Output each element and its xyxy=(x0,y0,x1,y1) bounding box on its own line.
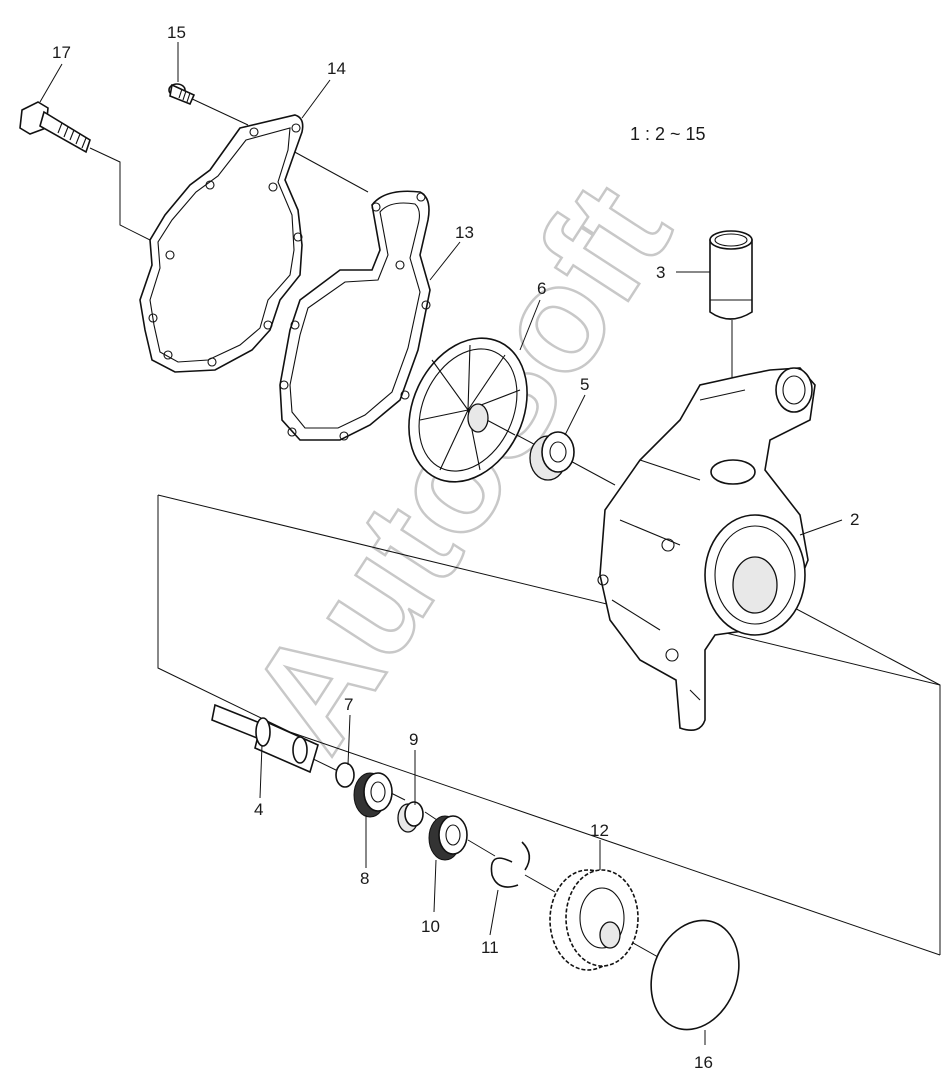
part-17-bolt xyxy=(19,101,91,154)
callout-14: 14 xyxy=(327,59,346,78)
callout-10: 10 xyxy=(421,917,440,936)
callout-6: 6 xyxy=(537,279,546,298)
scale-note: 1 : 2 ~ 15 xyxy=(630,124,706,144)
part-16-oring xyxy=(650,919,740,1031)
callout-9: 9 xyxy=(409,730,418,749)
part-15-screw xyxy=(168,83,196,106)
callout-2: 2 xyxy=(850,510,859,529)
part-8-bearing xyxy=(353,772,393,818)
callout-8: 8 xyxy=(360,869,369,888)
part-6-impeller xyxy=(408,337,528,483)
callout-labels: 2 3 4 5 6 7 8 9 10 11 12 13 14 15 16 17 xyxy=(52,23,859,1072)
callout-16: 16 xyxy=(694,1053,713,1072)
part-3-sleeve xyxy=(709,230,753,320)
part-10-bearing xyxy=(428,815,468,861)
part-7-oring xyxy=(335,762,355,788)
callout-12: 12 xyxy=(590,821,609,840)
callout-4: 4 xyxy=(254,800,263,819)
part-14-cover-plate xyxy=(139,114,304,373)
part-11-snap-ring xyxy=(490,841,531,888)
callout-17: 17 xyxy=(52,43,71,62)
part-5-seal xyxy=(529,431,575,481)
part-4-shaft xyxy=(211,703,319,774)
callout-7: 7 xyxy=(344,695,353,714)
callout-5: 5 xyxy=(580,375,589,394)
section-frame xyxy=(157,494,941,956)
part-12-gear xyxy=(549,869,639,971)
part-13-gasket xyxy=(279,190,431,441)
assembly-axis-lines xyxy=(89,96,941,976)
callout-11: 11 xyxy=(481,938,499,957)
part-9-spacer xyxy=(397,801,424,833)
callout-13: 13 xyxy=(455,223,474,242)
callout-15: 15 xyxy=(167,23,186,42)
part-2-pump-housing xyxy=(597,367,816,731)
callout-3: 3 xyxy=(656,263,665,282)
callout-leaders xyxy=(39,42,843,1045)
